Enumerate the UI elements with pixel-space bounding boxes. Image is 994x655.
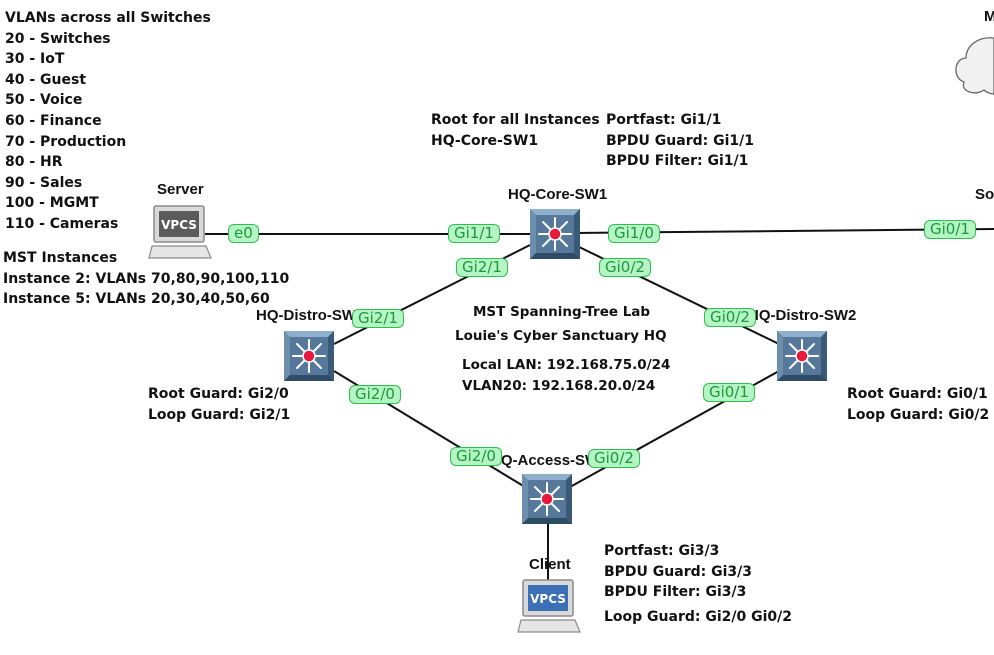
distro2-guard-line: Root Guard: Gi0/1 <box>847 386 988 402</box>
port-label-distro2-gi0-1[interactable]: Gi0/1 <box>703 383 755 402</box>
root-note-line: HQ-Core-SW1 <box>431 132 539 149</box>
root-note: Root for all Instances HQ-Core-SW1 <box>431 110 600 151</box>
lan-note: Local LAN: 192.168.75.0/24 VLAN20: 192.1… <box>462 355 670 396</box>
lab-title-note: MST Spanning-Tree Lab Louie's Cyber Sanc… <box>455 300 667 348</box>
access-switch-icon[interactable] <box>522 474 572 524</box>
vlans-note-line: 30 - IoT <box>5 51 65 68</box>
port-label-access-gi0-2[interactable]: Gi0/2 <box>588 449 640 468</box>
server-vpcs-icon[interactable]: VPCS <box>148 204 212 262</box>
port-label-core-gi1-0[interactable]: Gi1/0 <box>608 224 660 243</box>
lab-subtitle-line: Louie's Cyber Sanctuary HQ <box>455 328 667 344</box>
port-label-core-gi2-1[interactable]: Gi2/1 <box>456 258 508 277</box>
client-label[interactable]: Client <box>529 556 571 573</box>
cloud-icon[interactable] <box>955 37 994 95</box>
distro1-guard-line: Loop Guard: Gi2/1 <box>148 406 291 423</box>
core-guard-line: BPDU Guard: Gi1/1 <box>606 132 754 149</box>
core-guard-note: Portfast: Gi1/1 BPDU Guard: Gi1/1 BPDU F… <box>606 110 754 172</box>
core-guard-line: BPDU Filter: Gi1/1 <box>606 153 749 170</box>
port-label-distro1-gi2-0[interactable]: Gi2/0 <box>349 385 401 404</box>
vlans-note-line: 110 - Cameras <box>5 215 119 232</box>
vlans-note-line: 50 - Voice <box>5 92 83 109</box>
offscreen-node-label[interactable]: M <box>984 8 994 25</box>
access-guard-line: Portfast: Gi3/3 <box>604 543 720 559</box>
access-guard-line: BPDU Guard: Gi3/3 <box>604 563 752 580</box>
root-note-line: Root for all Instances <box>431 112 600 128</box>
client-vpcs-icon[interactable]: VPCS <box>517 578 581 636</box>
server-label[interactable]: Server <box>157 181 204 198</box>
client-screen-text: VPCS <box>530 592 566 606</box>
vlans-note-line: 80 - HR <box>5 154 63 171</box>
port-label-core-gi0-2[interactable]: Gi0/2 <box>599 258 651 277</box>
mst-note-line: MST Instances <box>3 250 118 266</box>
lan-note-line: VLAN20: 192.168.20.0/24 <box>462 377 656 394</box>
distro1-switch-icon[interactable] <box>284 331 334 381</box>
mst-note-line: Instance 5: VLANs 20,30,40,50,60 <box>3 291 270 308</box>
access-guard-line: BPDU Filter: Gi3/3 <box>604 584 747 601</box>
distro1-switch-label[interactable]: HQ-Distro-SW1 <box>256 307 365 324</box>
port-label-server-e0[interactable]: e0 <box>228 224 259 243</box>
core-switch-label[interactable]: HQ-Core-SW1 <box>508 186 608 203</box>
port-label-access-gi2-0[interactable]: Gi2/0 <box>450 447 502 466</box>
mst-instances-note: MST Instances Instance 2: VLANs 70,80,90… <box>3 248 289 310</box>
distro2-switch-label[interactable]: HQ-Distro-SW2 <box>748 307 857 324</box>
server-screen-text: VPCS <box>161 218 197 232</box>
lan-note-line: Local LAN: 192.168.75.0/24 <box>462 357 671 373</box>
distro2-guard-line: Loop Guard: Gi0/2 <box>847 406 990 423</box>
offscreen-node-label[interactable]: So <box>975 186 994 203</box>
vlans-note-line: 20 - Switches <box>5 30 111 47</box>
core-switch-icon[interactable] <box>530 209 580 259</box>
access-guard-note: Portfast: Gi3/3 BPDU Guard: Gi3/3 BPDU F… <box>604 541 792 627</box>
port-label-distro2-gi0-2[interactable]: Gi0/2 <box>704 308 756 327</box>
mst-note-line: Instance 2: VLANs 70,80,90,100,110 <box>3 270 290 287</box>
vlans-note-line: 40 - Guest <box>5 71 87 88</box>
vlans-note-line: VLANs across all Switches <box>5 10 211 26</box>
vlans-note-line: 70 - Production <box>5 133 127 150</box>
distro2-guard-note: Root Guard: Gi0/1 Loop Guard: Gi0/2 <box>847 384 989 425</box>
access-switch-label[interactable]: HQ-Access-SW1 <box>490 452 608 469</box>
port-label-right-gi0-1[interactable]: Gi0/1 <box>924 220 976 239</box>
port-label-core-gi1-1[interactable]: Gi1/1 <box>448 224 500 243</box>
distro2-switch-icon[interactable] <box>777 331 827 381</box>
distro1-guard-note: Root Guard: Gi2/0 Loop Guard: Gi2/1 <box>148 384 290 425</box>
lab-title-line: MST Spanning-Tree Lab <box>473 304 651 320</box>
core-guard-line: Portfast: Gi1/1 <box>606 112 722 128</box>
vlans-note-line: 100 - MGMT <box>5 195 99 212</box>
vlans-note: VLANs across all Switches 20 - Switches … <box>5 8 211 235</box>
access-guard-line: Loop Guard: Gi2/0 Gi0/2 <box>604 608 793 625</box>
vlans-note-line: 90 - Sales <box>5 174 83 191</box>
distro1-guard-line: Root Guard: Gi2/0 <box>148 386 289 402</box>
vlans-note-line: 60 - Finance <box>5 112 102 129</box>
port-label-distro1-gi2-1[interactable]: Gi2/1 <box>352 309 404 328</box>
